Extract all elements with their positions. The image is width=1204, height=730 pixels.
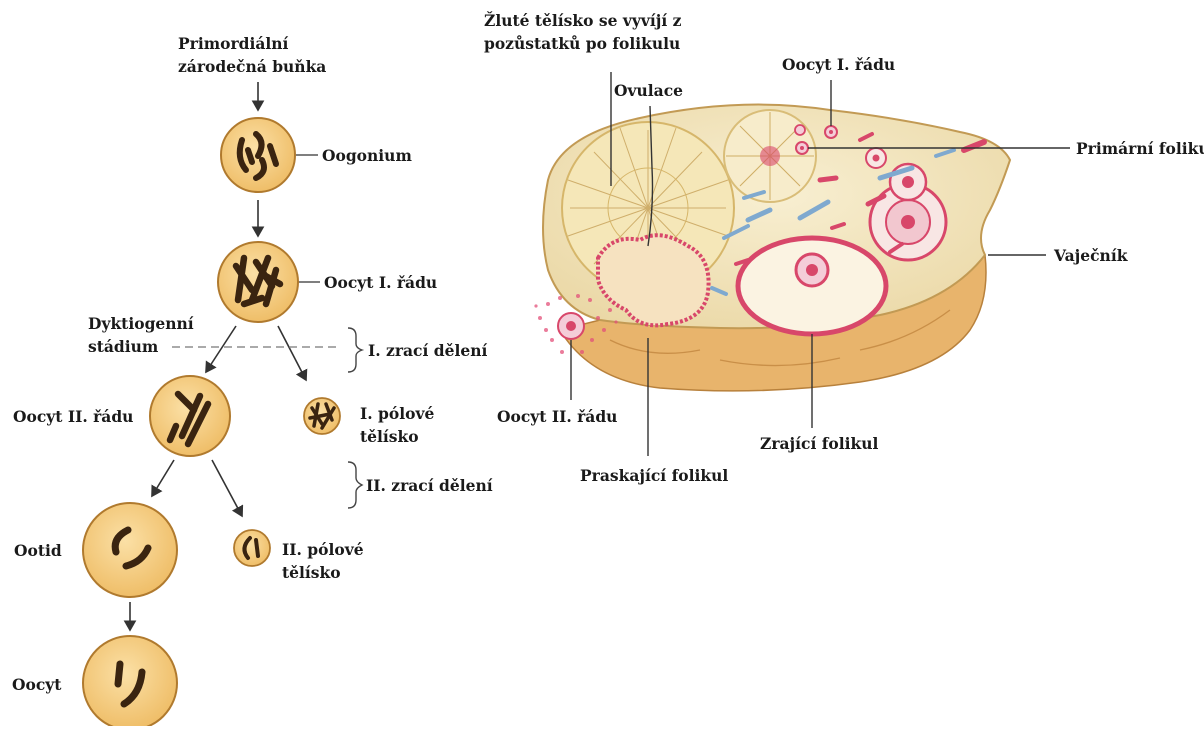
oocyte1-label: Oocyt I. řádu: [324, 273, 437, 292]
polar-body1-label-line1: I. pólové: [360, 404, 434, 423]
oocyte2-cell: [150, 376, 230, 456]
primordial-cell-label-line1: Primordiální: [178, 34, 288, 53]
first-division-label: I. zrací dělení: [368, 341, 487, 360]
dictyotene-label-line1: Dyktiogenní: [88, 314, 194, 333]
ovary-oocyte1-label: Oocyt I. řádu: [782, 55, 895, 74]
primary-follicle-label: Primární folikul: [1076, 139, 1204, 158]
corpus-luteum-label-line1: Žluté tělísko se vyvíjí z: [484, 11, 681, 30]
arrow-oocyte1-oocyte2: [206, 326, 236, 372]
polar-body-1: [304, 398, 340, 434]
primary-follicle-a: [825, 126, 837, 138]
polar-body1-label-line2: tělísko: [360, 427, 419, 446]
primary-follicle-b: [796, 142, 808, 154]
dictyotene-label-line2: stádium: [88, 337, 158, 356]
polar-body2-label-line1: II. pólové: [282, 540, 364, 559]
ovary-panel: [534, 72, 1070, 456]
brace-second-division: [348, 462, 362, 508]
oogonium-cell: [221, 118, 295, 192]
arrow-oocyte1-polar1: [278, 326, 306, 380]
corpus-luteum-label-line2: pozůstatků po folikulu: [484, 34, 680, 53]
oocyte1-cell: [218, 242, 298, 322]
arrow-oocyte2-polar2: [212, 460, 242, 516]
arrow-oocyte2-ootid: [152, 460, 174, 496]
oocyte-label: Oocyt: [12, 675, 61, 694]
small-follicle-b: [866, 148, 886, 168]
oogenesis-panel: [83, 82, 362, 726]
corpus-albicans: [724, 110, 816, 202]
ovary-oocyte2-label: Oocyt II. řádu: [497, 407, 617, 426]
primordial-cell-label-line2: zárodečná buňka: [178, 57, 326, 76]
ootid-label: Ootid: [14, 541, 62, 560]
brace-first-division: [348, 328, 362, 372]
ovary-label: Vaječník: [1054, 246, 1127, 265]
second-division-label: II. zrací dělení: [366, 476, 493, 495]
maturing-follicle: [738, 238, 886, 334]
ruptured-follicle-label: Praskající folikul: [580, 466, 728, 485]
ovulation-label: Ovulace: [614, 81, 683, 100]
polar-body-2: [234, 530, 270, 566]
oogonium-label: Oogonium: [322, 146, 412, 165]
oocyte2-label: Oocyt II. řádu: [13, 407, 133, 426]
maturing-follicle-label: Zrající folikul: [760, 434, 878, 453]
polar-body2-label-line2: tělísko: [282, 563, 341, 582]
primary-follicle-c: [795, 125, 805, 135]
ootid-cell: [83, 503, 177, 597]
oocyte-cell: [83, 636, 177, 726]
